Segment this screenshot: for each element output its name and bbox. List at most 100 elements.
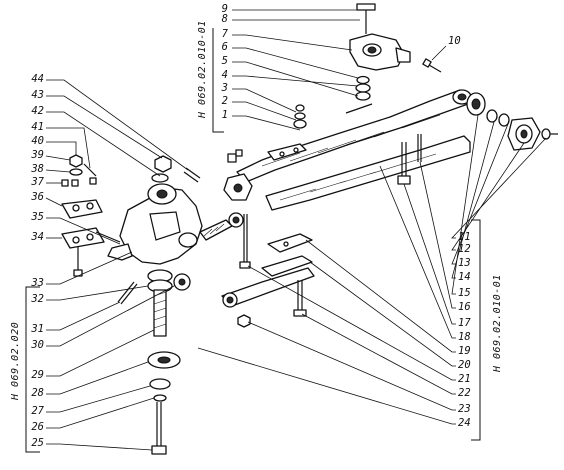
callout-leader-15 (451, 114, 479, 295)
callout-label-1: 1 (222, 109, 228, 121)
callout-leader-4 (232, 75, 359, 87)
assembly-brackets (25, 28, 481, 453)
callout-label-6: 6 (222, 41, 228, 53)
callout-leader-11 (451, 137, 547, 239)
callout-leader-16 (419, 161, 456, 309)
callout-label-13: 13 (458, 257, 471, 269)
callout-label-14: 14 (458, 271, 471, 283)
callout-leader-40 (46, 141, 77, 155)
callout-leader-3 (232, 88, 297, 113)
callout-leader-39 (45, 155, 71, 161)
callout-label-37: 37 (30, 176, 44, 188)
callout-label-19: 19 (458, 345, 471, 357)
callout-leader-12 (451, 142, 525, 251)
central-housing (107, 183, 203, 265)
callout-leader-29 (46, 329, 155, 377)
callout-label-23: 23 (458, 403, 471, 415)
callout-leader-5 (232, 61, 359, 97)
callout-leader-23 (247, 321, 456, 411)
callout-leader-32 (46, 285, 149, 301)
callout-label-8: 8 (222, 13, 228, 25)
lower-rail (265, 135, 471, 211)
callout-label-42: 42 (31, 105, 44, 117)
callout-leader-38 (45, 169, 71, 173)
callout-label-21: 21 (458, 373, 471, 385)
callout-leader-41 (46, 127, 91, 169)
bracket-top-assembly (212, 28, 224, 133)
callout-label-27: 27 (31, 405, 44, 417)
callout-label-9: 9 (222, 3, 228, 15)
callout-label-2: 2 (222, 95, 228, 107)
callout-leader-13 (451, 123, 509, 265)
callout-label-30: 30 (30, 339, 44, 351)
callout-leader-24 (197, 347, 456, 425)
callout-label-12: 12 (458, 243, 471, 255)
callout-label-11: 11 (458, 231, 471, 243)
callout-label-25: 25 (31, 437, 44, 449)
callout-leader-2 (232, 101, 297, 121)
parts (61, 3, 558, 455)
callout-label-24: 24 (458, 417, 471, 429)
callout-leader-27 (46, 385, 151, 413)
callout-leader-10 (431, 45, 447, 61)
roller-30-31 (117, 273, 191, 305)
callout-label-41: 41 (31, 121, 44, 133)
callout-leader-1 (232, 115, 301, 131)
lower-link-assembly (221, 233, 315, 328)
callout-label-18: 18 (458, 331, 471, 343)
callout-leader-30 (46, 285, 175, 347)
callout-label-44: 44 (31, 73, 44, 85)
callout-label-10: 10 (448, 35, 461, 47)
callout-leader-7 (232, 34, 353, 51)
callout-label-32: 32 (30, 293, 44, 305)
callout-label-5: 5 (222, 55, 228, 67)
callout-label-4: 4 (222, 69, 228, 81)
callout-label-33: 33 (30, 277, 44, 289)
callout-leader-18 (379, 165, 456, 339)
callout-leader-20 (309, 261, 456, 367)
callout-leader-43 (46, 95, 163, 159)
assembly-code-top: Н 069.02.010-01 (197, 20, 208, 119)
callout-label-39: 39 (30, 149, 44, 161)
callout-leader-6 (232, 47, 359, 79)
callout-label-16: 16 (458, 301, 471, 313)
assembly-code-labels: Н 069.02.010-01 Н 069.02.010-01 Н 069.02… (10, 20, 503, 401)
top-pin-assembly (345, 3, 411, 114)
callout-label-35: 35 (30, 211, 44, 223)
callout-leader-36 (45, 197, 63, 207)
callout-layer: 1234567891011121314151617181920212223242… (30, 3, 547, 451)
callout-leader-25 (46, 443, 153, 451)
callout-label-22: 22 (458, 387, 471, 399)
upper-bracket-plate (267, 143, 307, 161)
callout-label-29: 29 (31, 369, 44, 381)
right-bearing-set (466, 92, 558, 151)
callout-leader-21 (247, 265, 456, 381)
callout-leader-17 (403, 183, 456, 325)
assembly-code-right: Н 069.02.010-01 (492, 274, 503, 373)
bracket-right-assembly (471, 219, 481, 441)
left-plates (61, 199, 121, 277)
callout-leader-28 (46, 361, 149, 395)
callout-leader-35 (46, 217, 121, 245)
callout-leader-19 (305, 239, 456, 353)
rail-small-parts (227, 104, 307, 163)
housing-top-fasteners (151, 155, 201, 183)
bracket-left-assembly (25, 286, 40, 453)
callout-leader-44 (46, 79, 189, 171)
callout-label-17: 17 (458, 317, 471, 329)
bolt-10 (422, 58, 442, 73)
callout-label-31: 31 (30, 323, 44, 335)
assembly-code-left: Н 069.02.020 (10, 322, 21, 401)
callout-label-15: 15 (458, 287, 471, 299)
callout-leader-22 (301, 313, 456, 395)
callout-label-43: 43 (31, 89, 44, 101)
rail-pins (397, 134, 422, 185)
callout-leader-42 (46, 111, 161, 177)
callout-label-40: 40 (31, 135, 44, 147)
callout-label-28: 28 (31, 387, 44, 399)
callout-leader-33 (46, 251, 133, 285)
callout-label-3: 3 (221, 82, 228, 94)
callout-label-20: 20 (458, 359, 471, 371)
